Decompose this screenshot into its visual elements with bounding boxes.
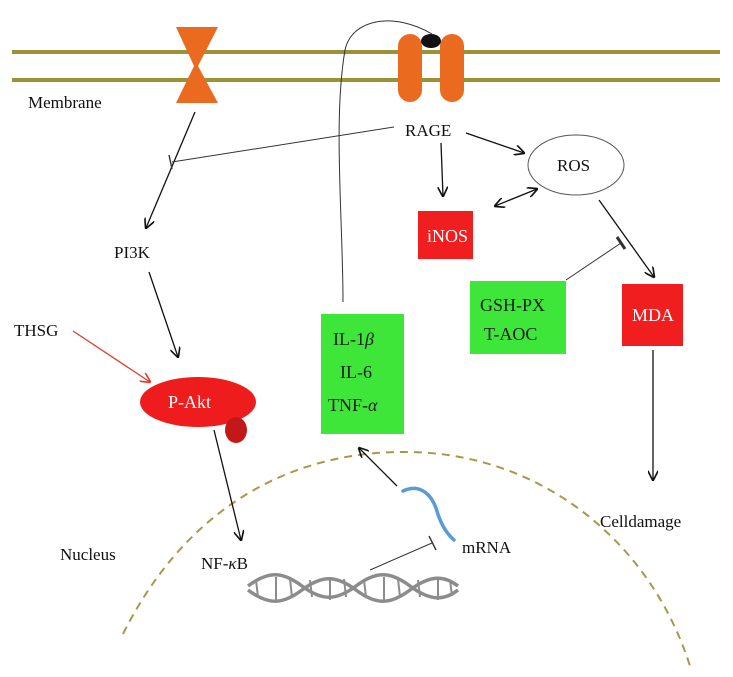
arrow-thsg-to-pakt	[72, 330, 150, 382]
mrna-label: mRNA	[462, 538, 512, 557]
rage-receptor-icon	[398, 34, 464, 102]
p-akt-shape	[140, 377, 256, 443]
t-aoc-label: T-AOC	[484, 324, 537, 344]
ion-channel-icon	[176, 27, 218, 103]
arrow-mrna-to-cytokines	[359, 448, 398, 487]
antioxidant-box	[470, 281, 566, 354]
tnf-alpha-label: TNF-α	[328, 395, 378, 415]
inhibition-lines	[168, 126, 627, 571]
cytokine-feedback-line	[338, 20, 433, 303]
ros-ellipse	[527, 134, 625, 196]
il-1beta-label: IL-1β	[333, 329, 374, 349]
membrane-label: Membrane	[28, 93, 102, 112]
p-akt-label: P-Akt	[168, 392, 211, 412]
inhibit-gsh-to-ros	[565, 242, 622, 281]
arrow-channel-to-pi3k	[146, 111, 196, 228]
nucleus-label: Nucleus	[60, 545, 116, 564]
mda-box	[622, 284, 683, 346]
arrows	[146, 111, 654, 540]
cytokine-box	[321, 314, 404, 434]
arrow-rage-to-inos	[441, 142, 443, 196]
arrow-pakt-to-nfkb	[213, 429, 241, 540]
ros-label: ROS	[557, 156, 590, 175]
celldamage-label: Celldamage	[600, 512, 681, 531]
rage-label: RAGE	[405, 121, 451, 140]
inos-box	[418, 211, 473, 259]
cell-membrane	[12, 50, 720, 82]
arrow-pi3k-to-pakt	[148, 271, 178, 357]
nuclear-envelope	[122, 450, 691, 667]
dna-helix-icon	[246, 573, 460, 603]
mrna-strand-icon	[401, 486, 456, 542]
inhibit-dna-to-mrna	[369, 542, 433, 571]
thsg-label: THSG	[14, 321, 58, 340]
pi3k-label: PI3K	[114, 243, 151, 262]
arrow-inos-ros-bidirectional	[495, 189, 537, 206]
inos-label: iNOS	[427, 226, 468, 246]
mda-label: MDA	[632, 305, 674, 325]
gsh-px-label: GSH-PX	[480, 295, 545, 315]
il-6-label: IL-6	[340, 362, 372, 382]
arrow-rage-to-ros	[465, 132, 524, 153]
inhibit-rage-to-pi3k-path	[171, 126, 395, 163]
nf-kb-label: NF-κB	[201, 554, 248, 573]
arrow-ros-to-mda	[598, 199, 654, 277]
